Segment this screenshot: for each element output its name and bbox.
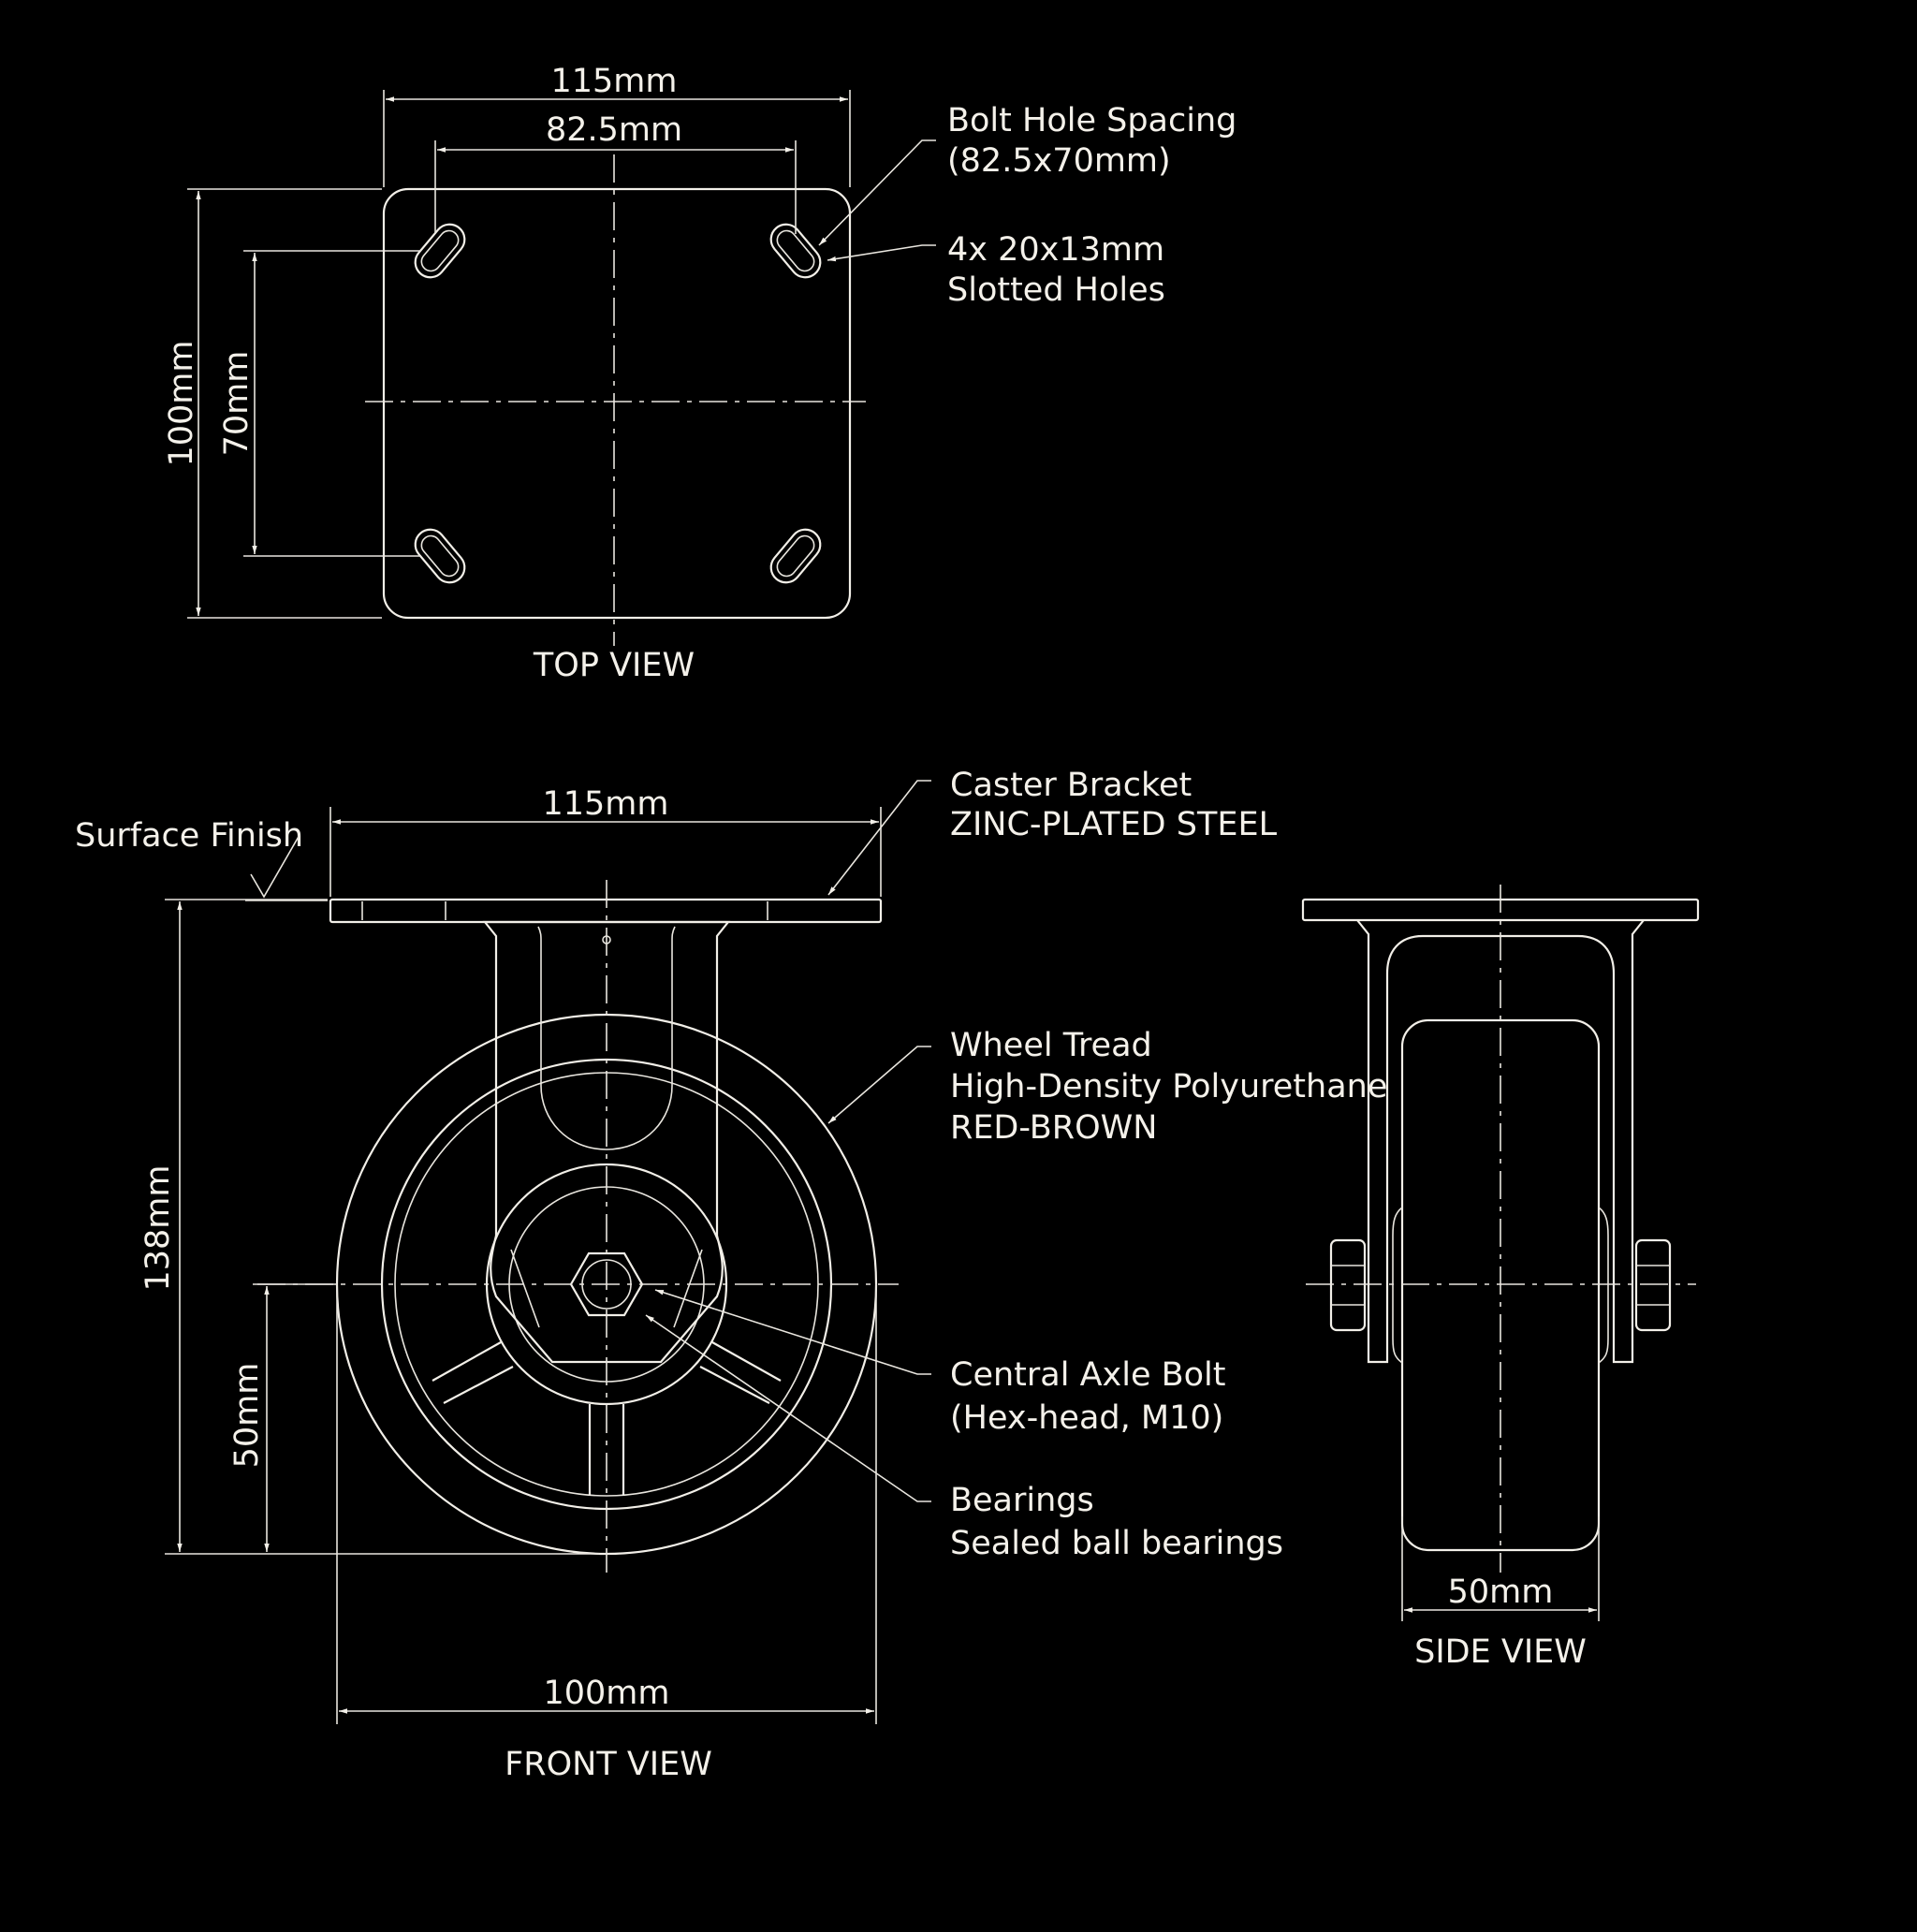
top-view: 115mm 82.5mm 100mm 70mm Bolt Hole Spacin… <box>163 63 1237 684</box>
side-view-title: SIDE VIEW <box>1414 1633 1587 1671</box>
callout-axle-line1: Central Axle Bolt <box>950 1356 1225 1394</box>
side-bracket-left <box>1356 919 1498 1364</box>
callout-tread-line1: Wheel Tread <box>950 1027 1152 1064</box>
callout-bracket-line2: ZINC-PLATED STEEL <box>950 806 1278 843</box>
leader-bolt-spacing <box>818 139 936 246</box>
callout-bolt-spacing-line1: Bolt Hole Spacing <box>947 102 1237 139</box>
dim-plate-width: 115mm <box>551 63 678 100</box>
callout-tread-line3: RED-BROWN <box>950 1109 1157 1147</box>
dim-wheel-diameter: 100mm <box>544 1675 670 1712</box>
leader-bearings <box>645 1314 931 1502</box>
callout-tread-line2: High-Density Polyurethane <box>950 1068 1387 1105</box>
dim-bolt-depth: 70mm <box>218 351 256 457</box>
front-view: 115mm 138mm 50mm 100mm Surface Finish Ca… <box>75 767 1387 1783</box>
leader-tread <box>827 1046 931 1124</box>
callout-bolt-spacing-line2: (82.5x70mm) <box>947 142 1171 180</box>
surface-finish-icon <box>245 834 328 901</box>
dim-plate-depth: 100mm <box>163 341 200 467</box>
callout-bracket-line1: Caster Bracket <box>950 767 1192 804</box>
front-dim-plate-width: 115mm <box>543 785 669 823</box>
callout-bearings-line2: Sealed ball bearings <box>950 1525 1283 1562</box>
side-dim-wheel-width: 50mm <box>1448 1573 1554 1611</box>
slotted-hole <box>414 223 466 279</box>
leader-slotted-holes <box>827 244 936 262</box>
slotted-hole <box>769 528 822 584</box>
callout-axle-line2: (Hex-head, M10) <box>950 1399 1223 1437</box>
axle-nut-left <box>1329 1238 1367 1332</box>
dim-axle-height: 50mm <box>228 1363 266 1469</box>
top-view-title: TOP VIEW <box>533 647 695 684</box>
leader-axle-bolt <box>654 1289 931 1375</box>
slotted-hole <box>769 223 822 279</box>
front-view-title: FRONT VIEW <box>505 1746 712 1783</box>
front-mounting-plate <box>329 898 883 924</box>
caster-bracket <box>482 920 731 1364</box>
dim-height: 138mm <box>139 1165 177 1292</box>
side-bracket-right <box>1498 919 1645 1364</box>
axle-nut-right <box>1634 1238 1672 1332</box>
mounting-plate-outline <box>382 187 852 620</box>
callout-bearings-line1: Bearings <box>950 1482 1094 1519</box>
wheel-spokes <box>432 1341 782 1496</box>
callout-holes-line1: 4x 20x13mm <box>947 231 1164 269</box>
side-view: 50mm SIDE VIEW <box>1301 885 1700 1671</box>
leader-bracket <box>827 780 931 896</box>
surface-finish-label: Surface Finish <box>75 817 303 855</box>
slotted-hole <box>414 528 466 584</box>
dim-bolt-width: 82.5mm <box>546 111 682 149</box>
callout-holes-line2: Slotted Holes <box>947 271 1165 309</box>
